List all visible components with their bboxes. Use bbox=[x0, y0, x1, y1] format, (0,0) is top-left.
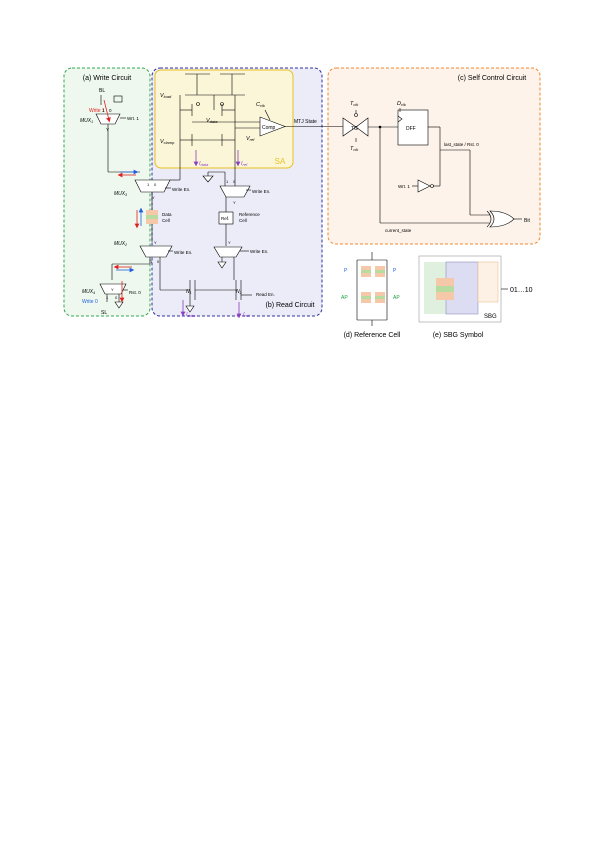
n2-label: N2 bbox=[236, 289, 242, 295]
mux2-label: MUX2 bbox=[114, 241, 127, 247]
mux4-one: 1 bbox=[106, 295, 109, 300]
self-control-title: (c) Self Control Circuit bbox=[458, 75, 527, 82]
data-cell-bot bbox=[146, 219, 158, 224]
ref-ap-right: AP bbox=[393, 295, 400, 301]
mux4-shape bbox=[99, 283, 127, 295]
mtj-state-label: MTJ State bbox=[294, 119, 317, 125]
sbg-label: SBG bbox=[484, 314, 497, 320]
mux4-rst0: Rst. 0 bbox=[129, 290, 141, 295]
self-control-circuit: MTJ State TG Tclk Tclk DFF Dclk last_sta… bbox=[294, 101, 530, 233]
sl-label: SL bbox=[101, 310, 107, 316]
read-mux-2 bbox=[213, 246, 243, 258]
mux1-y: Y bbox=[106, 127, 109, 132]
ref-ap-left: AP bbox=[341, 295, 348, 301]
sa-title: SA bbox=[275, 157, 286, 166]
data-cell-label-1: Data bbox=[162, 212, 172, 217]
ref-p-left: P bbox=[344, 268, 348, 274]
read-mux2-write-en: Write En. bbox=[250, 249, 268, 254]
iref-bottom-label: Iref bbox=[243, 312, 250, 318]
mux1-one: 1 bbox=[102, 108, 105, 113]
tclkb-label: Tclk bbox=[350, 146, 359, 152]
write-circuit: BL Write 1 1 0 MUX1 Wrt. 1 Y 1 0 MUX3 Y … bbox=[80, 88, 192, 316]
data-cell-mid bbox=[146, 215, 158, 219]
iref-label: Iref bbox=[241, 161, 248, 167]
mux3-label: MUX3 bbox=[114, 191, 127, 197]
ref-cell-label-1: Reference bbox=[239, 212, 260, 217]
read-mux2-ground bbox=[217, 261, 227, 269]
mux3-one: 1 bbox=[147, 182, 150, 187]
sa-panel bbox=[154, 69, 294, 169]
mux3-shape bbox=[134, 179, 171, 193]
write-circuit-title: (a) Write Circuit bbox=[83, 75, 132, 82]
wrt1-control-label: Wrt. 1 bbox=[398, 184, 410, 189]
comparator bbox=[259, 116, 286, 137]
bit-label: Bit bbox=[524, 218, 530, 224]
mux4-zero: 0 bbox=[115, 295, 118, 300]
n1-ground bbox=[185, 305, 195, 313]
mux4-label: MUX4 bbox=[82, 289, 95, 295]
data-cell-label-2: Cell bbox=[162, 218, 170, 223]
mux2-zero: 0 bbox=[157, 259, 160, 264]
ref-box-label: Ref. bbox=[221, 216, 229, 221]
self-control-panel bbox=[327, 67, 541, 245]
n1-label: N1 bbox=[186, 289, 192, 295]
mux3-write-en: Write En. bbox=[172, 187, 190, 192]
write1-ground bbox=[113, 95, 123, 103]
mux1-label: MUX1 bbox=[80, 118, 93, 124]
sbg-symbol: SBG 01…10 bbox=[418, 255, 533, 323]
mux1-wrt1-label: Wrt. 1 bbox=[127, 116, 139, 121]
mux2-one: 1 bbox=[150, 259, 153, 264]
tg-label: TG bbox=[351, 126, 358, 132]
sbg-symbol-title: (e) SBG Symbol bbox=[433, 332, 484, 339]
read-mux-one: 1 bbox=[226, 179, 229, 184]
read-circuit-title: (b) Read Circuit bbox=[265, 302, 314, 309]
idata-bottom-label: Idata bbox=[186, 312, 196, 318]
read-circuit: Vload Vdata Vclamp Vref Cclk Comp Idata … bbox=[160, 73, 345, 319]
dff-box bbox=[397, 109, 429, 146]
reference-cell-title: (d) Reference Cell bbox=[344, 332, 401, 339]
write-circuit-panel bbox=[63, 67, 151, 317]
mux3-zero: 0 bbox=[154, 182, 157, 187]
tclk-label: Tclk bbox=[350, 101, 359, 107]
bl-label: BL bbox=[99, 88, 105, 94]
current-state-label: current_state bbox=[385, 228, 412, 233]
comp-label: Comp bbox=[262, 125, 276, 131]
last-state-label: last_state / Rst. 0 bbox=[444, 142, 479, 147]
read-mux-zero: 0 bbox=[233, 179, 236, 184]
write1-label: Write 1 bbox=[89, 108, 105, 114]
write1-arrow bbox=[103, 99, 111, 123]
sbg-bits: 01…10 bbox=[510, 287, 533, 294]
read-mux-write-en: Write En. bbox=[252, 189, 270, 194]
mux2-shape bbox=[139, 245, 173, 258]
vref-label: Vref bbox=[246, 136, 255, 142]
write0-label: Write 0 bbox=[82, 299, 98, 305]
read-mux-1 bbox=[219, 185, 251, 198]
mux1-zero: 0 bbox=[109, 108, 112, 113]
vdata-label: Vdata bbox=[206, 118, 218, 124]
dff-label: DFF bbox=[406, 126, 416, 132]
mux4-y: Y bbox=[111, 287, 114, 292]
read-en-label: Read En. bbox=[256, 292, 275, 297]
read-mux-y: Y bbox=[233, 200, 236, 205]
ref-mtj-cells bbox=[361, 266, 385, 303]
ref-cell-label-2: Cell bbox=[239, 218, 247, 223]
cclk-label: Cclk bbox=[256, 102, 266, 108]
mux2-write-en: Write En. bbox=[174, 250, 192, 255]
ref-p-right: P bbox=[393, 268, 397, 274]
vload-label: Vload bbox=[160, 93, 172, 99]
mux3-y: Y bbox=[152, 195, 155, 200]
reference-cell: P P AP AP bbox=[341, 252, 400, 326]
mux2-y: Y bbox=[154, 240, 157, 245]
mux4-ground bbox=[114, 301, 124, 309]
idata-label: Idata bbox=[199, 161, 209, 167]
xor-gate bbox=[489, 210, 515, 228]
dclk-label: Dclk bbox=[397, 101, 407, 107]
data-cell-top bbox=[146, 210, 158, 215]
read-mux2-y: Y bbox=[228, 240, 231, 245]
vclamp-label: Vclamp bbox=[160, 139, 175, 145]
